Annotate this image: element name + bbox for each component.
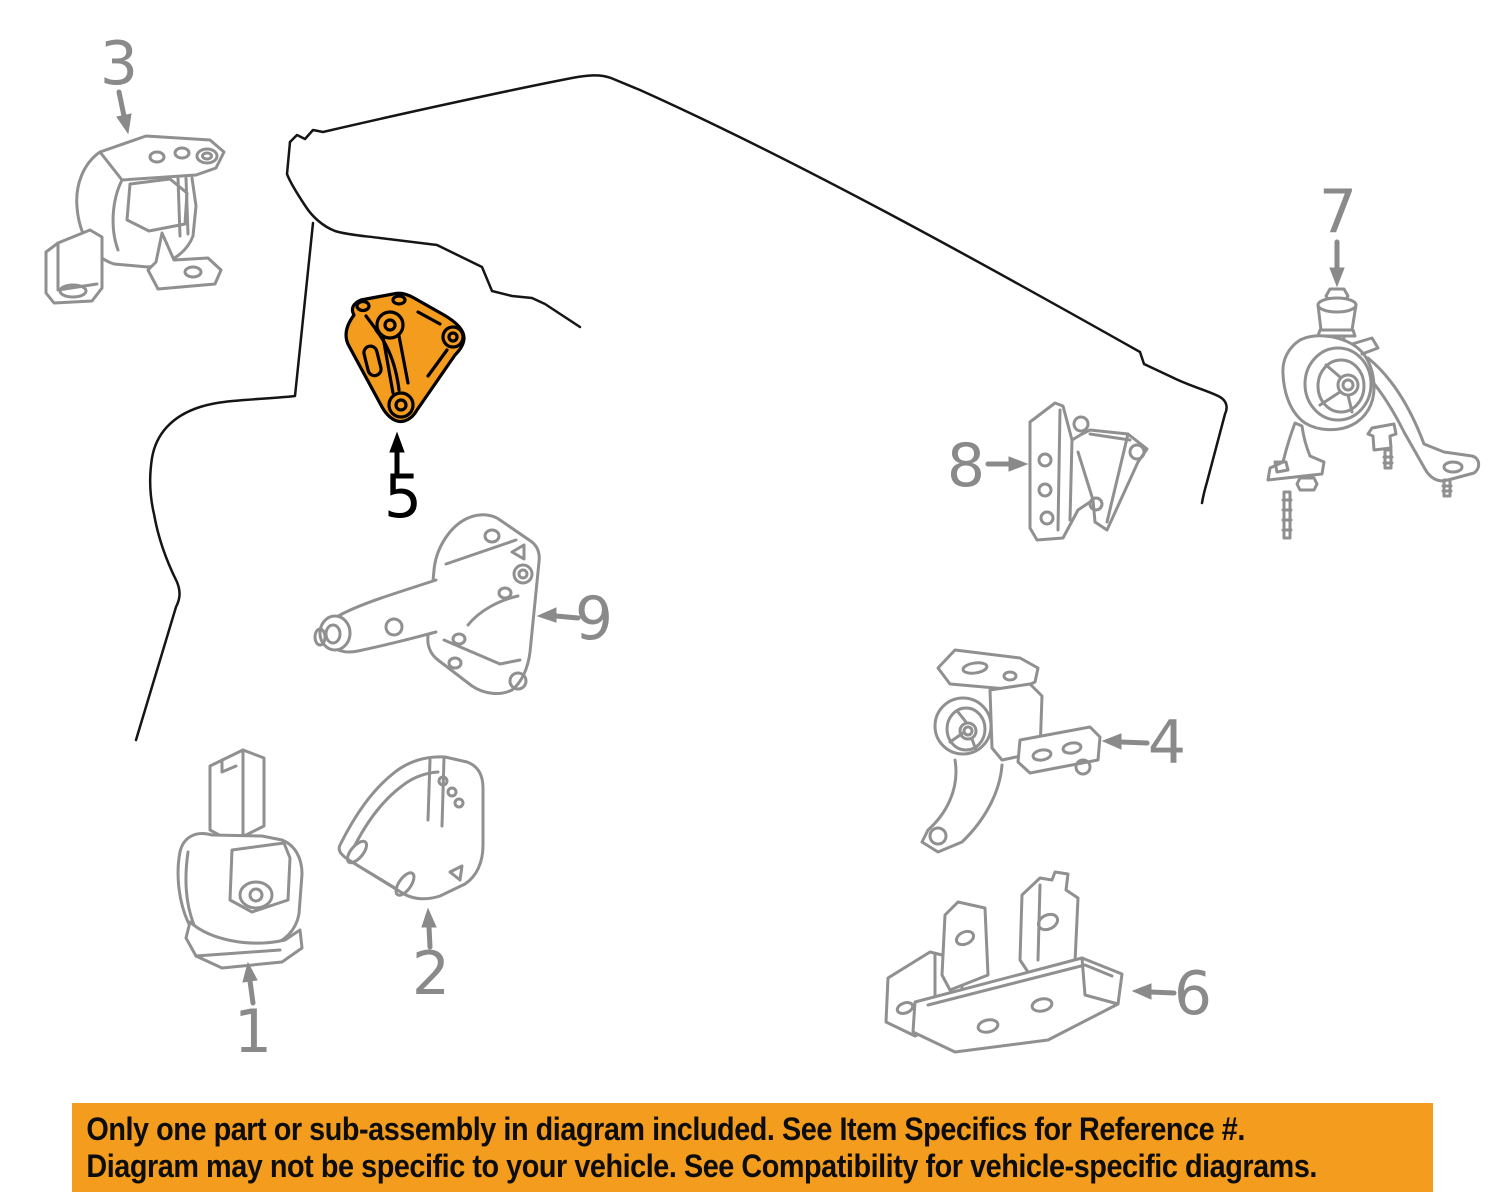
part-7-drawing bbox=[1266, 287, 1481, 540]
part-1-label: 1 bbox=[233, 997, 273, 1067]
part-5-drawing bbox=[344, 291, 466, 424]
part-2-drawing bbox=[337, 755, 485, 901]
part-8-drawing bbox=[1028, 401, 1149, 542]
part-9-label: 9 bbox=[574, 584, 614, 654]
vehicle-body-outline bbox=[134, 74, 1228, 742]
part-1-arrow bbox=[242, 961, 258, 1006]
disclaimer-line-2: Diagram may not be specific to your vehi… bbox=[86, 1148, 1317, 1184]
part-2-arrow bbox=[421, 907, 437, 950]
part-4-label: 4 bbox=[1147, 708, 1187, 778]
part-6-label: 6 bbox=[1173, 959, 1213, 1029]
part-8-label: 8 bbox=[946, 431, 986, 501]
part-6-arrow bbox=[1131, 983, 1177, 1000]
part-5-label: 5 bbox=[383, 462, 423, 532]
part-2-label: 2 bbox=[411, 939, 451, 1009]
disclaimer-line-1: Only one part or sub-assembly in diagram… bbox=[86, 1111, 1245, 1147]
part-1-drawing bbox=[176, 748, 304, 970]
part-3-label: 3 bbox=[99, 29, 139, 99]
part-4-arrow bbox=[1101, 733, 1150, 750]
part-3-drawing bbox=[44, 134, 226, 305]
part-7-label: 7 bbox=[1318, 177, 1358, 247]
disclaimer-banner: Only one part or sub-assembly in diagram… bbox=[72, 1103, 1433, 1192]
part-9-drawing bbox=[313, 513, 541, 695]
part-4-drawing bbox=[920, 648, 1102, 854]
part-9-arrow bbox=[536, 607, 581, 623]
part-7-arrow bbox=[1329, 239, 1345, 288]
part-3-arrow bbox=[116, 89, 132, 135]
part-8-arrow bbox=[985, 456, 1029, 472]
part-6-drawing bbox=[884, 870, 1124, 1054]
part-5-arrow bbox=[389, 431, 405, 476]
